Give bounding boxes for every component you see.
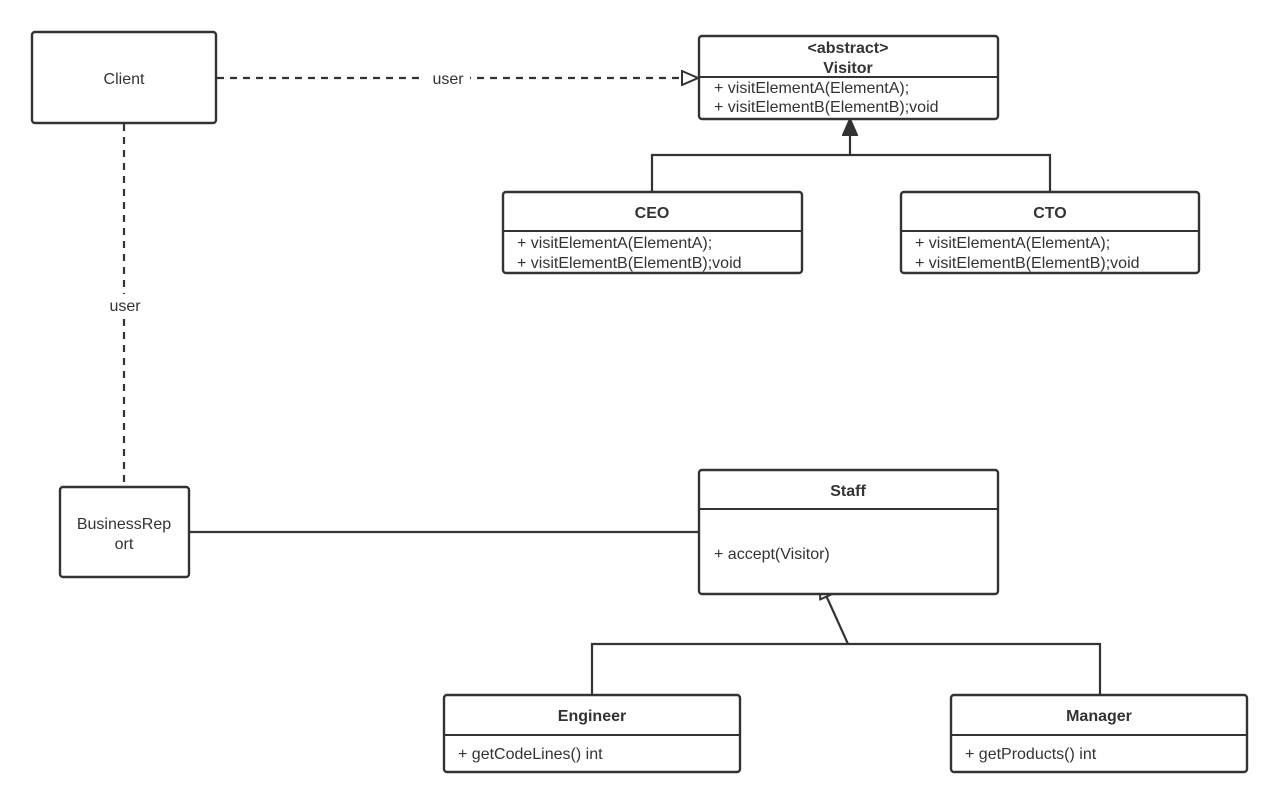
- edge-staff-generalization[interactable]: [590, 582, 1102, 695]
- class-business-report[interactable]: BusinessRep ort: [58, 485, 191, 579]
- class-cto-method: + visitElementA(ElementA);: [915, 235, 1110, 252]
- class-ceo-method: + visitElementA(ElementA);: [517, 235, 712, 252]
- class-ceo[interactable]: CEO + visitElementA(ElementA); + visitEl…: [501, 190, 804, 275]
- class-visitor-method: + visitElementA(ElementA);: [714, 80, 909, 97]
- class-manager-method: + getProducts() int: [965, 746, 1097, 763]
- class-engineer-method: + getCodeLines() int: [458, 746, 603, 763]
- edge-report-staff-aggregation[interactable]: [143, 524, 698, 540]
- class-client-name: Client: [104, 71, 145, 88]
- edge-label-user-top: user: [432, 71, 464, 88]
- class-visitor-method: + visitElementB(ElementB);void: [714, 99, 939, 116]
- class-engineer-name: Engineer: [558, 708, 626, 725]
- class-staff[interactable]: Staff + accept(Visitor): [697, 468, 1000, 596]
- class-visitor-stereotype: <abstract>: [808, 40, 889, 57]
- class-ceo-method: + visitElementB(ElementB);void: [517, 255, 742, 272]
- class-engineer[interactable]: Engineer + getCodeLines() int: [442, 693, 742, 774]
- class-cto[interactable]: CTO + visitElementA(ElementA); + visitEl…: [899, 190, 1201, 275]
- edge-label-user-left: user: [109, 298, 141, 315]
- class-business-report-name-line1: BusinessRep: [77, 516, 171, 533]
- class-cto-method: + visitElementB(ElementB);void: [915, 255, 1140, 272]
- class-staff-name: Staff: [830, 483, 866, 500]
- class-staff-method: + accept(Visitor): [714, 546, 830, 563]
- class-client[interactable]: Client: [30, 30, 218, 125]
- class-business-report-name-line2: ort: [115, 536, 134, 553]
- edge-client-visitor[interactable]: user: [217, 67, 698, 89]
- edge-client-business-report[interactable]: user: [104, 124, 146, 487]
- class-manager[interactable]: Manager + getProducts() int: [949, 693, 1249, 774]
- class-visitor-name: Visitor: [823, 60, 873, 77]
- class-visitor[interactable]: <abstract> Visitor + visitElementA(Eleme…: [697, 34, 1000, 121]
- class-ceo-name: CEO: [635, 205, 670, 222]
- class-cto-name: CTO: [1033, 205, 1066, 222]
- class-manager-name: Manager: [1066, 708, 1132, 725]
- edge-visitor-generalization[interactable]: [650, 119, 1052, 192]
